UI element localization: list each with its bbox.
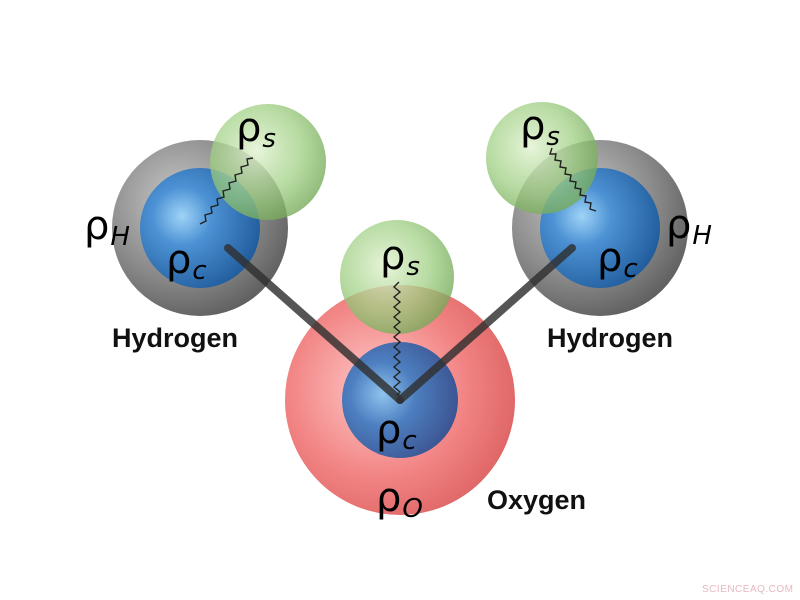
springs <box>199 147 597 396</box>
rho-symbol: ρ <box>236 105 262 151</box>
rho-symbol: ρ <box>520 103 546 149</box>
subscript: O <box>402 494 423 524</box>
subscript: s <box>406 252 420 282</box>
oxygen-rho-c-label: ρc <box>376 410 417 454</box>
right-shell-density-sphere <box>486 102 598 214</box>
right-bond <box>396 244 576 404</box>
right-rho-s-label: ρs <box>520 106 560 150</box>
oxygen-rho-o-label: ρO <box>376 478 423 522</box>
oxygen-shell-density-sphere <box>340 220 454 334</box>
rho-symbol: ρ <box>376 407 402 453</box>
left-rho-c-label: ρc <box>166 240 207 284</box>
subscript: c <box>623 254 638 284</box>
rho-symbol: ρ <box>84 203 110 249</box>
subscript: s <box>262 124 276 154</box>
rho-symbol: ρ <box>166 237 192 283</box>
left-rho-h-label: ρH <box>84 206 130 250</box>
subscript: s <box>546 122 560 152</box>
rho-symbol: ρ <box>380 233 406 279</box>
left-spring <box>199 157 254 225</box>
oxygen-name: Oxygen <box>487 485 587 515</box>
oxygen-spring <box>392 281 402 396</box>
right-spring <box>549 147 597 212</box>
rho-symbol: ρ <box>376 475 402 521</box>
subscript: c <box>402 426 417 456</box>
bonds <box>224 244 576 404</box>
subscript: c <box>192 256 207 286</box>
left-shell-density-sphere <box>210 104 326 220</box>
right-rho-h-label: ρH <box>666 205 712 249</box>
watermark: SCIENCEAQ.COM <box>702 584 794 595</box>
left-hydrogen-name: Hydrogen <box>112 323 239 353</box>
rho-symbol: ρ <box>666 202 692 248</box>
left-rho-s-label: ρs <box>236 108 276 152</box>
subscript: H <box>110 222 130 252</box>
right-hydrogen-name: Hydrogen <box>547 323 674 353</box>
left-bond <box>224 244 404 404</box>
right-rho-c-label: ρc <box>597 238 638 282</box>
rho-symbol: ρ <box>597 235 623 281</box>
oxygen-rho-s-label: ρs <box>380 236 420 280</box>
subscript: H <box>692 221 712 251</box>
